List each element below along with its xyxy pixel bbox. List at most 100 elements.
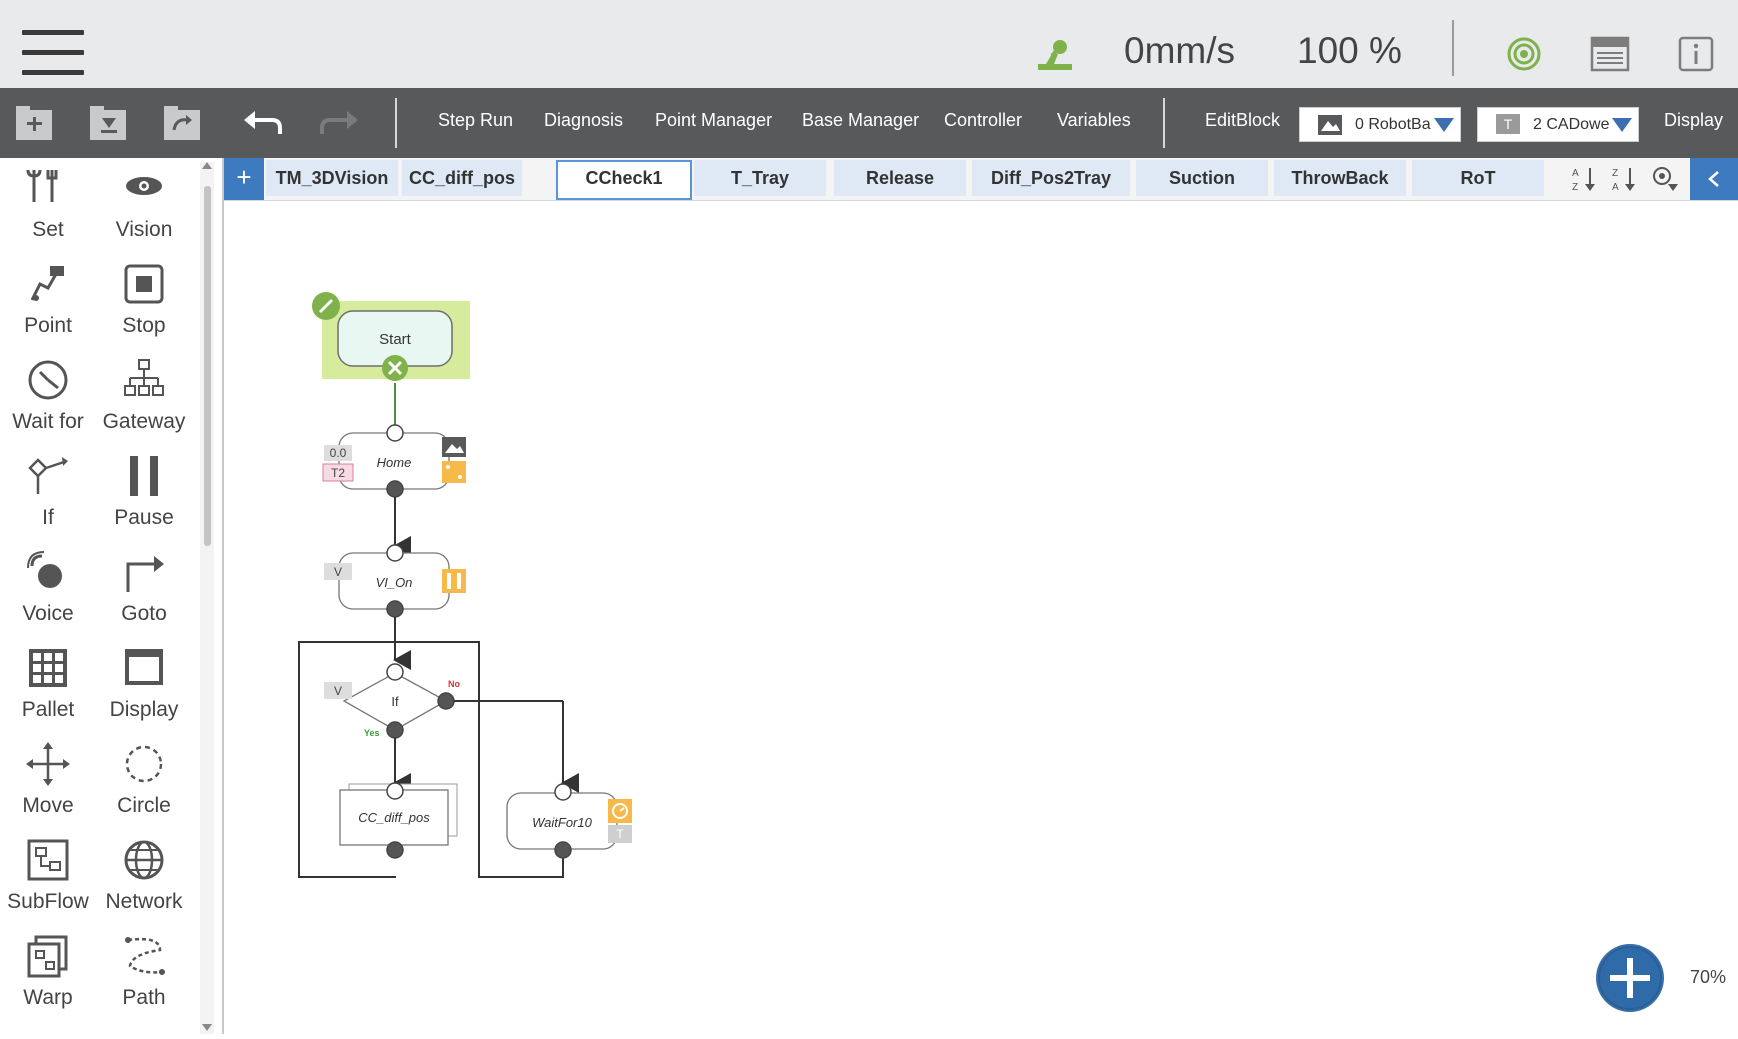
start-label: Start	[379, 331, 412, 348]
palette-item-wait-for[interactable]: Wait for	[0, 350, 96, 442]
open-project-icon[interactable]	[162, 102, 206, 142]
plus-icon	[1598, 946, 1662, 1010]
if-no-port[interactable]	[437, 692, 455, 710]
cc-diff-pos-out-port[interactable]	[386, 841, 404, 859]
speed-percent: 100 %	[1297, 30, 1402, 71]
variables-menu[interactable]: Variables	[1057, 110, 1131, 130]
palette-item-gateway[interactable]: Gateway	[96, 350, 192, 442]
subflow-icon	[27, 839, 69, 881]
flow-tab-bar: + TM_3DVision CC_diff_pos CCheck1 T_Tray…	[224, 158, 1738, 201]
toolbar-divider	[1163, 98, 1165, 148]
add-tab-button[interactable]: +	[224, 158, 264, 200]
palette-item-if[interactable]: If	[0, 446, 96, 538]
palette-item-label: If	[42, 506, 54, 529]
base-manager-menu[interactable]: Base Manager	[802, 110, 920, 130]
waitfor10-time-label: T	[616, 827, 624, 841]
tab-tm-3dvision[interactable]: TM_3DVision	[266, 160, 398, 196]
palette-item-pause[interactable]: Pause	[96, 446, 192, 538]
palette-item-label: Point	[24, 314, 72, 337]
base-icon	[1318, 115, 1342, 135]
hamburger-menu-icon[interactable]	[22, 30, 84, 76]
redo-icon[interactable]	[316, 102, 360, 142]
vision-icon	[126, 177, 162, 195]
undo-icon[interactable]	[242, 102, 286, 142]
edit-node-icon[interactable]	[312, 292, 340, 320]
sort-ascending-icon[interactable]: A Z	[1570, 164, 1600, 194]
pallet-icon	[29, 649, 67, 687]
step-run-menu[interactable]: Step Run	[438, 110, 514, 130]
scroll-down-icon[interactable]	[202, 1024, 212, 1031]
voice-icon	[27, 551, 62, 588]
waitfor10-out-port[interactable]	[554, 841, 572, 859]
palette-item-point[interactable]: Point	[0, 254, 96, 346]
display-menu[interactable]: Display	[1664, 110, 1724, 130]
cc-diff-pos-node[interactable]: CC_diff_pos	[339, 783, 458, 846]
palette-item-set[interactable]: Set	[0, 158, 96, 250]
palette-item-move[interactable]: Move	[0, 734, 96, 826]
home-node[interactable]: Home	[338, 432, 450, 490]
home-tool-tag	[322, 463, 354, 482]
keyboard-icon[interactable]	[1590, 36, 1630, 72]
palette-item-label: Gateway	[102, 410, 186, 433]
tab-suction[interactable]: Suction	[1136, 160, 1268, 196]
sort-descending-icon[interactable]: Z A	[1610, 164, 1640, 194]
loop-frame	[298, 641, 564, 878]
palette-item-pallet[interactable]: Pallet	[0, 638, 96, 730]
base-dropdown[interactable]: 0 RobotBa	[1299, 107, 1461, 142]
editblock-menu[interactable]: EditBlock	[1205, 110, 1281, 130]
waitfor10-node[interactable]: WaitFor10	[506, 792, 618, 850]
palette-item-subflow[interactable]: SubFlow	[0, 830, 96, 922]
diagnosis-menu[interactable]: Diagnosis	[544, 110, 624, 130]
if-var-tag	[324, 682, 352, 699]
palette-item-path[interactable]: Path	[96, 926, 192, 1018]
tab-collapse-button[interactable]	[1690, 158, 1738, 200]
vi-on-var-label: V	[334, 565, 342, 579]
if-in-port[interactable]	[386, 663, 404, 681]
flow-canvas[interactable]: Start Home 0.0 T2	[224, 201, 1738, 1034]
controller-menu[interactable]: Controller	[944, 110, 1023, 130]
new-project-icon[interactable]	[14, 102, 58, 142]
cc-diff-pos-in-port[interactable]	[386, 782, 404, 800]
palette-item-network[interactable]: Network	[96, 830, 192, 922]
home-out-port[interactable]	[386, 480, 404, 498]
delete-node-icon[interactable]	[382, 355, 408, 381]
if-var-label: V	[334, 684, 342, 698]
tab-t-tray[interactable]: T_Tray	[694, 160, 826, 196]
palette-item-display[interactable]: Display	[96, 638, 192, 730]
vi-on-in-port[interactable]	[386, 544, 404, 562]
add-node-button[interactable]	[1596, 944, 1664, 1012]
power-status-icon[interactable]	[1506, 36, 1542, 72]
home-in-port[interactable]	[386, 424, 404, 442]
vi-on-out-port[interactable]	[386, 600, 404, 618]
palette-item-voice[interactable]: Voice	[0, 542, 96, 634]
waitfor10-in-port[interactable]	[554, 783, 572, 801]
tab-ccheck1[interactable]: CCheck1	[556, 160, 692, 200]
save-project-icon[interactable]	[88, 102, 132, 142]
if-no-label: No	[448, 679, 460, 689]
tab-throwback[interactable]: ThrowBack	[1274, 160, 1406, 196]
palette-scroll-thumb[interactable]	[204, 186, 211, 546]
palette-item-warp[interactable]: Warp	[0, 926, 96, 1018]
scroll-up-icon[interactable]	[202, 162, 212, 169]
palette-item-label: SubFlow	[7, 890, 89, 913]
cc-diff-pos-label: CC_diff_pos	[358, 810, 430, 825]
palette-item-goto[interactable]: Goto	[96, 542, 192, 634]
free-bot-icon[interactable]	[1036, 36, 1076, 72]
tab-rot[interactable]: RoT	[1412, 160, 1544, 196]
home-point-icon	[442, 461, 466, 483]
tab-cc-diff-pos[interactable]: CC_diff_pos	[402, 160, 522, 196]
tab-diff-pos2tray[interactable]: Diff_Pos2Tray	[972, 160, 1130, 196]
tab-settings-icon[interactable]	[1650, 164, 1680, 194]
chevron-left-icon	[1708, 171, 1719, 187]
point-manager-menu[interactable]: Point Manager	[655, 110, 773, 130]
palette-item-circle[interactable]: Circle	[96, 734, 192, 826]
network-icon	[124, 840, 164, 880]
tab-release[interactable]: Release	[834, 160, 966, 196]
info-icon[interactable]	[1678, 36, 1714, 72]
tool-dropdown[interactable]: T 2 CADowe	[1477, 107, 1639, 142]
palette-item-stop[interactable]: Stop	[96, 254, 192, 346]
if-yes-port[interactable]	[386, 721, 404, 739]
waitfor10-time-tag	[608, 825, 632, 843]
palette-item-vision[interactable]: Vision	[96, 158, 192, 250]
